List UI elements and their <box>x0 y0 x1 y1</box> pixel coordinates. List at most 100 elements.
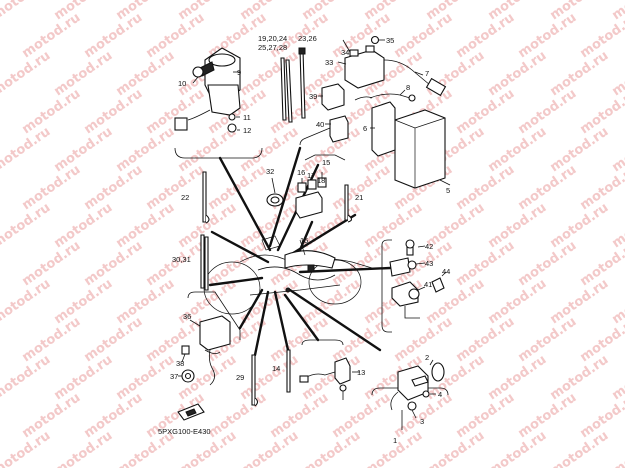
group-frame-bottom <box>301 339 344 346</box>
watermark-text: motod.ru <box>19 314 83 365</box>
callout-11: 11 <box>243 113 251 122</box>
callout-33: 33 <box>325 58 333 67</box>
callout-2: 2 <box>425 353 429 362</box>
watermark-text: motod.ru <box>453 314 517 365</box>
watermark-text: motod.ru <box>113 200 177 251</box>
callout-25-27-28: 25,27,28 <box>258 43 287 52</box>
watermark-text: motod.ru <box>143 314 207 365</box>
callout-4: 4 <box>438 390 442 399</box>
watermark-text: motod.ru <box>547 200 611 251</box>
watermark-text: motod.ru <box>113 276 177 327</box>
callout-15-center: 15 <box>300 236 308 245</box>
watermark-text: motod.ru <box>391 314 455 365</box>
watermark-text: motod.ru <box>485 48 549 99</box>
callout-41: 41 <box>424 280 432 289</box>
watermark-text: motod.ru <box>19 162 83 213</box>
watermark-text: motod.ru <box>547 352 611 403</box>
watermark-text: motod.ru <box>453 86 517 137</box>
group-frame-fuses-top <box>304 154 346 161</box>
watermark-text: motod.ru <box>51 428 115 468</box>
watermark-text: motod.ru <box>485 352 549 403</box>
callout-19-20-24: 19,20,24 <box>258 34 287 43</box>
watermark-text: motod.ru <box>453 390 517 441</box>
watermark-text: motod.ru <box>51 200 115 251</box>
watermark-text: motod.ru <box>609 352 625 403</box>
watermark-text: motod.ru <box>609 48 625 99</box>
group-frame-right <box>381 239 392 333</box>
callout-3: 3 <box>420 417 424 426</box>
watermark-text: motod.ru <box>299 428 363 468</box>
watermark-text: motod.ru <box>515 162 579 213</box>
watermark-text: motod.ru <box>237 48 301 99</box>
watermark-text: motod.ru <box>51 352 115 403</box>
watermark-text: motod.ru <box>391 10 455 61</box>
band-22 <box>202 171 210 224</box>
watermark-text: motod.ru <box>361 428 425 468</box>
watermark-text: motod.ru <box>329 238 393 289</box>
front-direction-arrow <box>177 403 205 421</box>
callout-38: 38 <box>176 359 184 368</box>
callout-43: 43 <box>425 259 433 268</box>
flasher-relay <box>318 83 345 111</box>
callout-42: 42 <box>425 242 433 251</box>
watermark-text: motod.ru <box>299 352 363 403</box>
handlebar-switch <box>390 359 445 430</box>
watermark-text: motod.ru <box>143 10 207 61</box>
watermark-text: motod.ru <box>547 276 611 327</box>
watermark-text: motod.ru <box>81 86 145 137</box>
watermark-text: motod.ru <box>19 238 83 289</box>
watermark-text: motod.ru <box>51 124 115 175</box>
cdi-unit-assembly <box>178 315 231 386</box>
callout-21: 21 <box>355 193 363 202</box>
callout-44: 44 <box>442 267 450 276</box>
callout-29: 29 <box>236 373 244 382</box>
watermark-text: motod.ru <box>205 390 269 441</box>
band-30-31 <box>200 234 209 291</box>
watermark-text: motod.ru <box>423 428 487 468</box>
callout-5: 5 <box>446 186 450 195</box>
callout-36: 36 <box>183 312 191 321</box>
fuse-set <box>295 172 327 219</box>
battery <box>370 101 451 189</box>
watermark-text: motod.ru <box>0 0 53 23</box>
watermark-text: motod.ru <box>51 276 115 327</box>
watermark-text: motod.ru <box>453 10 517 61</box>
watermark-text: motod.ru <box>515 10 579 61</box>
watermark-text: motod.ru <box>547 124 611 175</box>
clip-32 <box>266 177 284 207</box>
callout-10: 10 <box>178 79 186 88</box>
band-21 <box>344 184 353 223</box>
callout-17: 17 <box>307 171 315 180</box>
watermark-text: motod.ru <box>237 352 301 403</box>
watermark-text: motod.ru <box>113 352 177 403</box>
watermark-text: motod.ru <box>485 428 549 468</box>
watermark-text: motod.ru <box>453 162 517 213</box>
watermark-text: motod.ru <box>267 390 331 441</box>
watermark-text: motod.ru <box>81 314 145 365</box>
callout-23-26: 23,26 <box>298 34 317 43</box>
watermark-text: motod.ru <box>515 238 579 289</box>
watermark-text: motod.ru <box>391 390 455 441</box>
watermark-text: motod.ru <box>515 86 579 137</box>
fuse-box <box>325 115 349 143</box>
watermark-text: motod.ru <box>113 48 177 99</box>
watermark-text: motod.ru <box>609 124 625 175</box>
watermark-text: motod.ru <box>485 124 549 175</box>
callout-7: 7 <box>425 69 429 78</box>
ignition-switch-assembly <box>174 47 241 133</box>
watermark-text: motod.ru <box>609 200 625 251</box>
watermark-text: motod.ru <box>81 238 145 289</box>
callout-13: 13 <box>357 368 365 377</box>
callout-8: 8 <box>406 83 410 92</box>
group-frame-relays <box>299 127 331 146</box>
watermark-text: motod.ru <box>453 238 517 289</box>
sensor-13 <box>299 357 360 400</box>
watermark-text: motod.ru <box>237 276 301 327</box>
callout-32: 32 <box>266 167 274 176</box>
callout-15-top: 15 <box>322 158 330 167</box>
callout-40: 40 <box>316 120 324 129</box>
watermark-text: motod.ru <box>547 48 611 99</box>
callout-39: 39 <box>309 92 317 101</box>
callout-37: 37 <box>170 372 178 381</box>
